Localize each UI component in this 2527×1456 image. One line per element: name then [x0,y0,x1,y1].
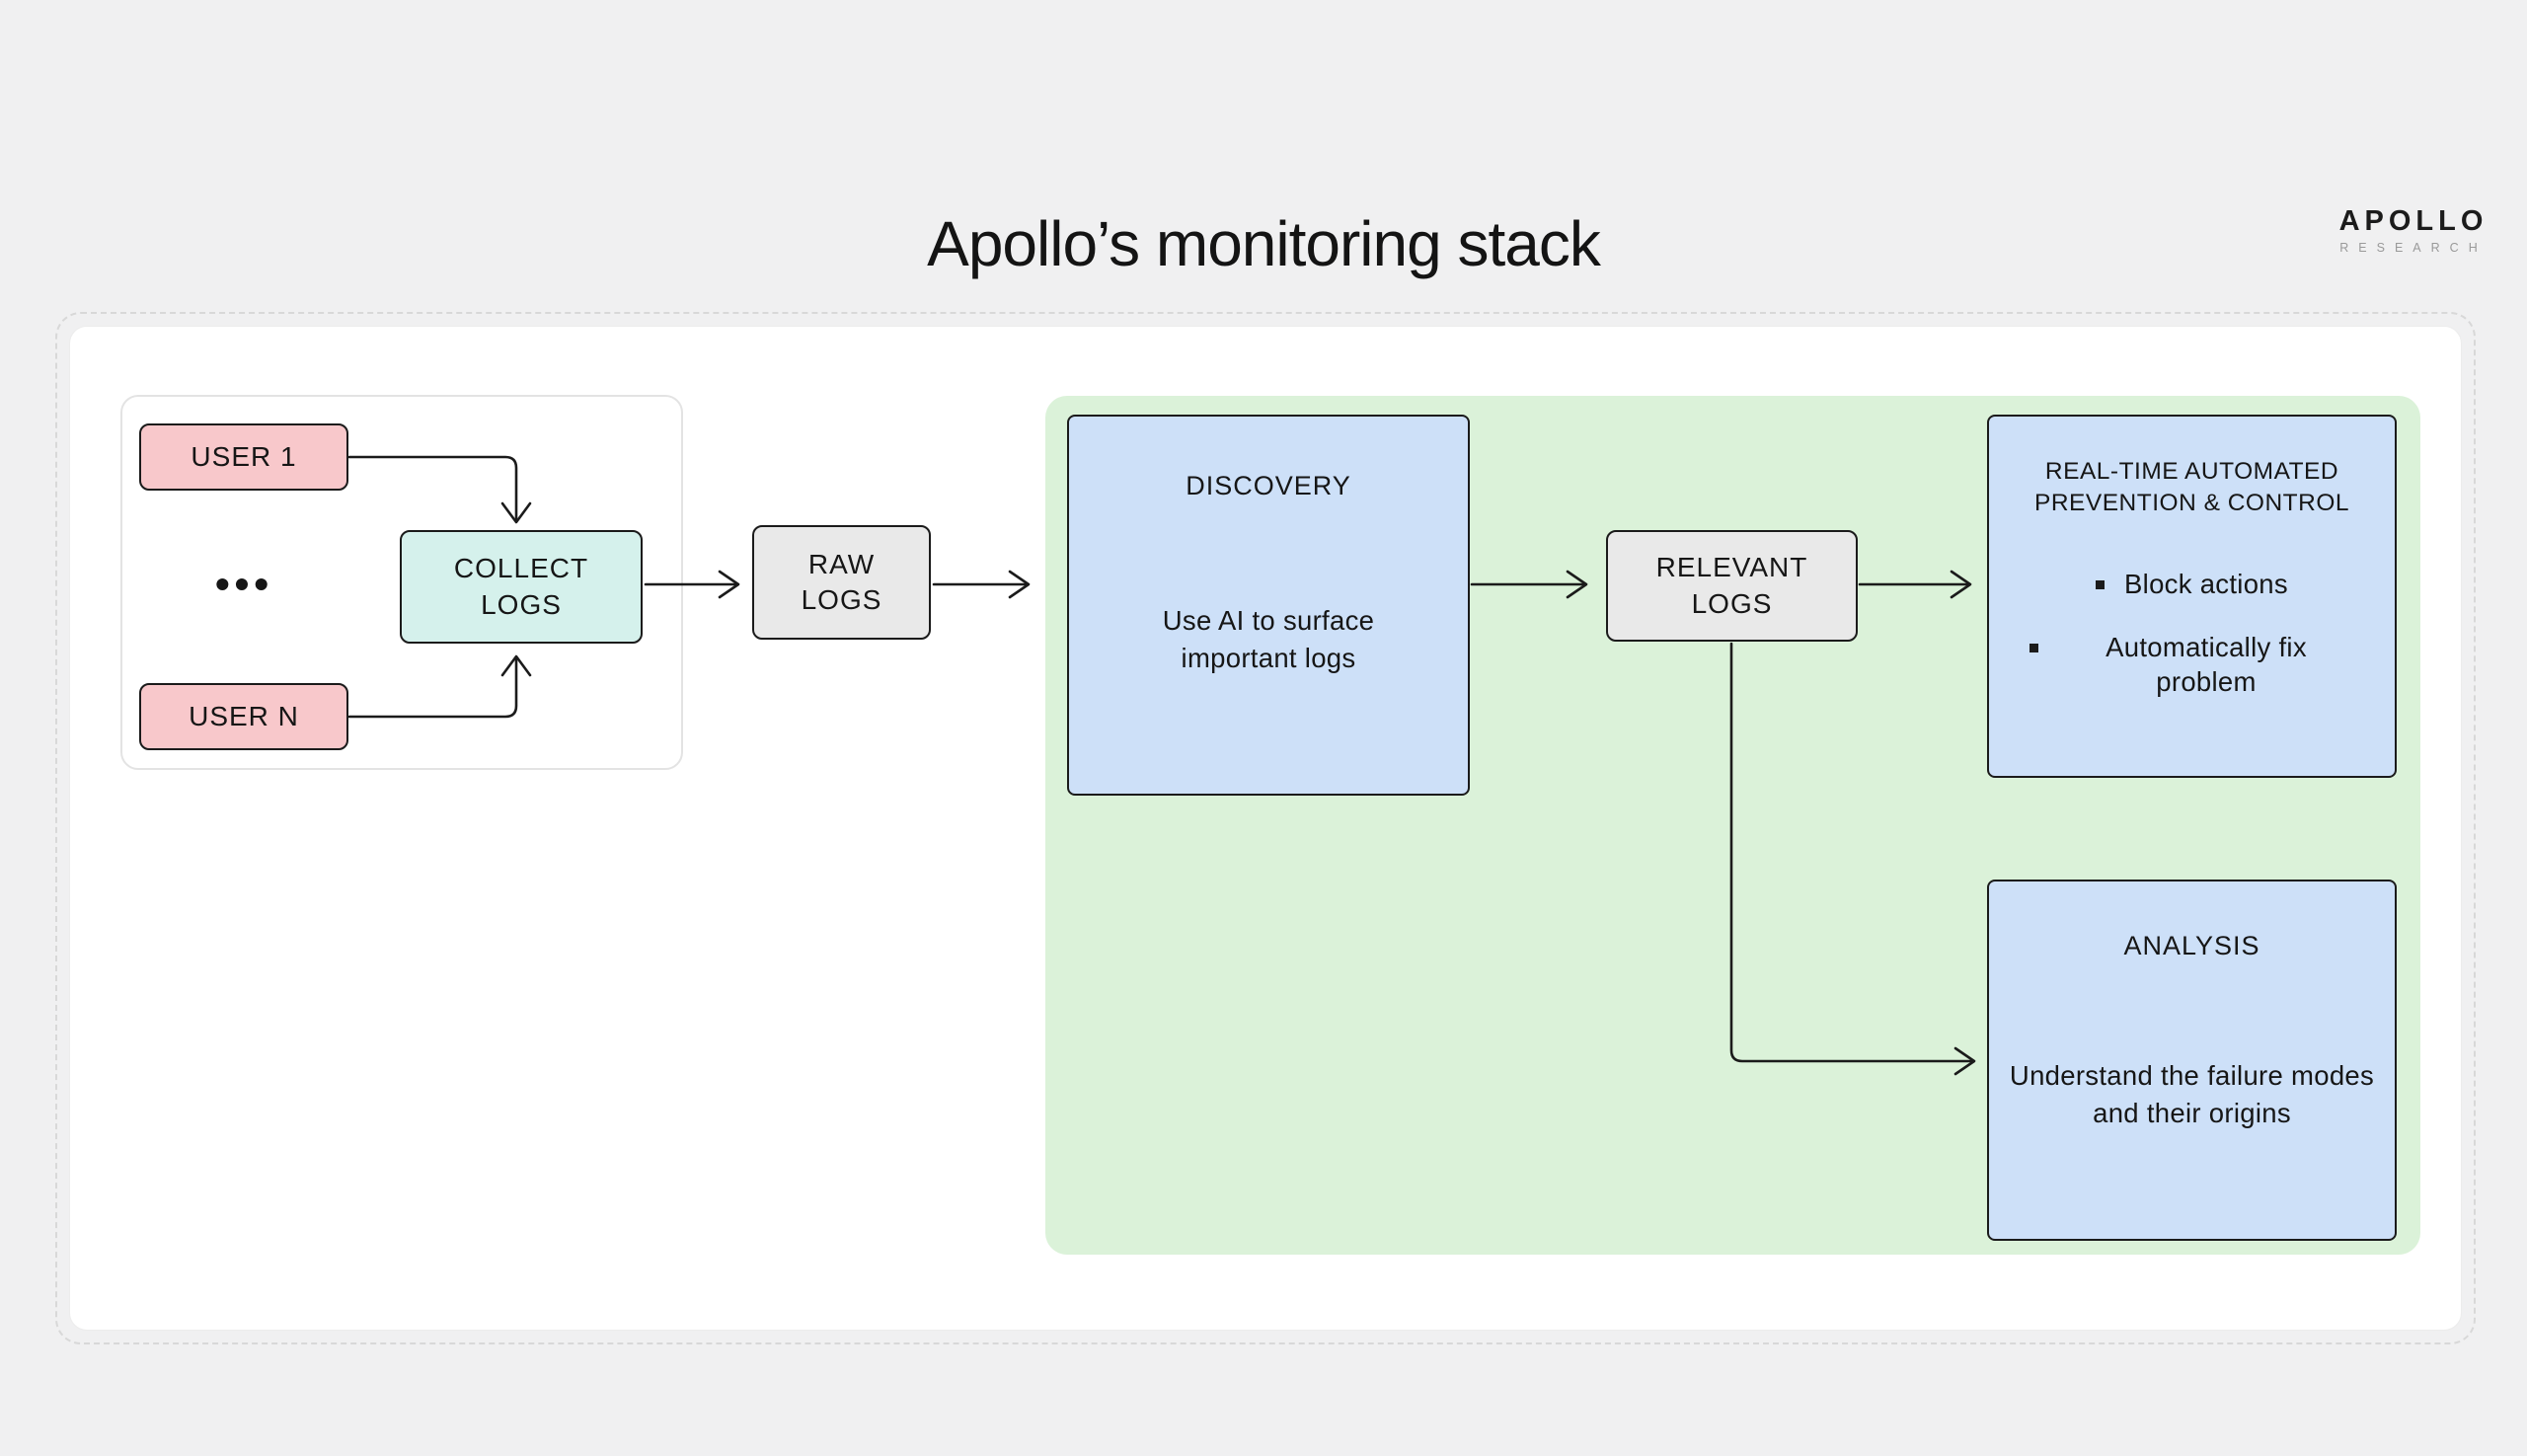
discovery-body: Use AI to surface important logs [1162,605,1375,673]
analysis-card: ANALYSIS Understand the failure modes an… [1987,880,2397,1241]
logo-wordmark: APOLLO [2338,205,2489,237]
bullet-item: Block actions [2096,568,2288,601]
relevant-logs-node: RELEVANT LOGS [1606,530,1858,642]
apollo-research-logo: APOLLO RESEARCH [2330,205,2497,255]
realtime-prevention-title: REAL-TIME AUTOMATED PREVENTION & CONTROL [2033,458,2349,517]
user-n-node: USER N [139,683,348,750]
discovery-title: DISCOVERY [1186,471,1351,500]
analysis-body: Understand the failure modes and their o… [2009,1060,2375,1128]
realtime-bullet-list: Block actions Automatically fix problem [1989,568,2395,699]
realtime-prevention-card: REAL-TIME AUTOMATED PREVENTION & CONTROL… [1987,415,2397,778]
discovery-card: DISCOVERY Use AI to surface important lo… [1067,415,1470,796]
logo-subtitle: RESEARCH [2339,241,2488,255]
collect-logs-node: COLLECT LOGS [400,530,643,644]
analysis-title: ANALYSIS [2123,931,2260,960]
square-bullet-icon [2029,644,2038,653]
page-title: Apollo’s monitoring stack [927,208,1601,279]
canvas-dashed-frame [55,312,2476,1344]
user-1-node: USER 1 [139,423,348,491]
bullet-item: Automatically fix problem [2029,631,2354,699]
raw-logs-node: RAW LOGS [752,525,931,640]
ellipsis-dots: ••• [214,561,274,607]
square-bullet-icon [2096,580,2106,589]
